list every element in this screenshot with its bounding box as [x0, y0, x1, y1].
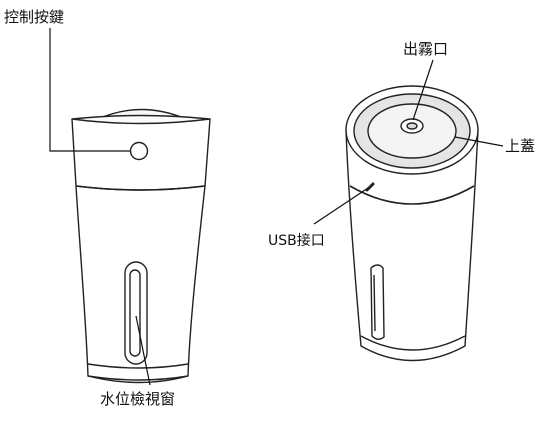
leader-mist-outlet [412, 59, 434, 121]
water-window-inner [129, 269, 141, 357]
front-base-line [87, 363, 189, 369]
leader-top-lid [454, 136, 504, 147]
humidifier-front-view [71, 108, 211, 384]
mist-outlet-hole [406, 122, 418, 130]
leader-control-button [49, 28, 130, 152]
front-lower-body [75, 185, 206, 381]
angled-water-window [370, 264, 385, 340]
control-button-shape [129, 141, 149, 161]
humidifier-angled-view [345, 85, 479, 362]
top-lid-label: 上蓋 [505, 137, 536, 155]
water-window-label: 水位檢視窗 [100, 390, 176, 408]
angled-collar-seam [349, 185, 475, 205]
angled-body [345, 129, 479, 362]
angled-base-line [360, 335, 466, 351]
leader-lines [49, 28, 504, 386]
leader-water-window [135, 315, 151, 386]
front-bottom [87, 375, 189, 384]
front-seam [75, 185, 206, 191]
usb-port-shape [365, 182, 375, 192]
leader-usb-port [313, 187, 369, 225]
mist-outlet-label: 出霧口 [403, 40, 449, 58]
control-button-label: 控制按鍵 [4, 8, 65, 26]
front-top-rim [71, 114, 211, 125]
water-window-outer [124, 261, 148, 365]
usb-port-label: USB接口 [268, 233, 325, 249]
angled-water-window-inner [373, 274, 376, 332]
